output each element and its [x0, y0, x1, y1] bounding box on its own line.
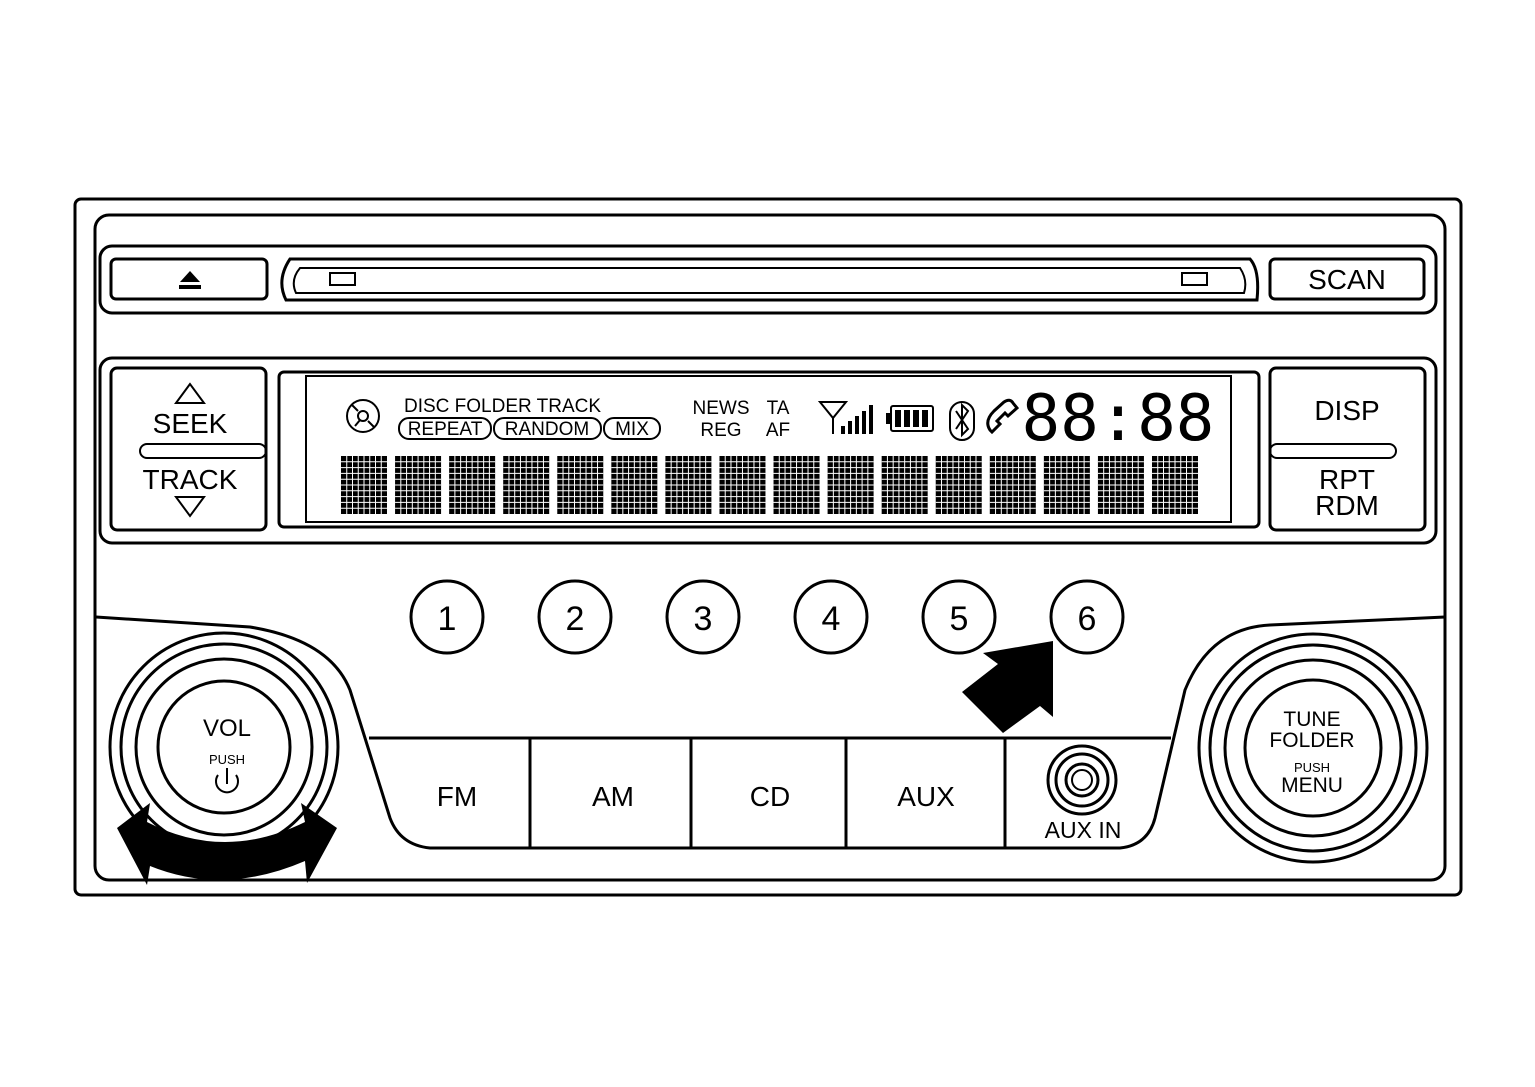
matrix-cell — [665, 456, 712, 514]
disp-label: DISP — [1314, 395, 1379, 426]
rotate-arrow-icon — [117, 803, 337, 885]
matrix-cell — [611, 456, 658, 514]
antenna-signal-icon — [817, 401, 873, 434]
top-row-frame — [98, 244, 1438, 315]
ta-label: TA — [767, 398, 790, 419]
af-label: AF — [766, 420, 790, 441]
preset-button-3[interactable]: 3 — [665, 579, 741, 655]
random-label: RANDOM — [505, 419, 589, 440]
aux-in-label: AUX IN — [1045, 817, 1122, 843]
preset-label: 6 — [1078, 600, 1097, 638]
preset-label: 3 — [694, 600, 713, 638]
outer-bezel — [73, 197, 1463, 897]
preset-label: 1 — [438, 600, 457, 638]
reg-label: REG — [700, 420, 741, 441]
battery-icon — [886, 405, 934, 432]
disp-rpt-button[interactable]: DISP RPT RDM — [1268, 366, 1427, 532]
seek-label: SEEK — [153, 408, 228, 439]
cd-button[interactable]: CD — [750, 781, 790, 812]
random-indicator: RANDOM — [493, 417, 602, 440]
phone-icon — [986, 398, 1020, 435]
disc-folder-track-label: DISC FOLDER TRACK — [404, 396, 601, 417]
matrix-cell — [989, 456, 1036, 514]
bluetooth-icon — [949, 401, 975, 441]
preset-button-5[interactable]: 5 — [921, 579, 997, 655]
scan-label: SCAN — [1308, 264, 1386, 295]
matrix-cell — [557, 456, 604, 514]
preset-buttons: 1 2 3 4 5 6 — [409, 579, 1125, 655]
repeat-label: REPEAT — [408, 419, 483, 440]
matrix-cell — [881, 456, 928, 514]
matrix-cell — [773, 456, 820, 514]
news-label: NEWS — [693, 398, 750, 419]
preset-button-1[interactable]: 1 — [409, 579, 485, 655]
rpt-label: RPT — [1319, 464, 1375, 495]
vol-push-label: PUSH — [209, 752, 245, 767]
power-icon — [215, 768, 239, 794]
matrix-cell — [503, 456, 550, 514]
aux-button[interactable]: AUX — [897, 781, 955, 812]
pointer-arrow-icon — [962, 641, 1053, 733]
tune-label: TUNE — [1283, 708, 1340, 731]
triangle-down-icon — [174, 496, 206, 518]
clock-readout: 88:88 — [1022, 382, 1215, 456]
mix-indicator: MIX — [603, 417, 661, 440]
scan-button[interactable]: SCAN — [1268, 257, 1426, 301]
seek-track-button[interactable]: SEEK TRACK — [109, 366, 268, 532]
repeat-indicator: REPEAT — [398, 417, 492, 440]
matrix-cell — [1043, 456, 1090, 514]
preset-button-2[interactable]: 2 — [537, 579, 613, 655]
matrix-cell — [827, 456, 874, 514]
tune-push-label: PUSH — [1294, 760, 1330, 775]
eject-icon — [179, 271, 201, 289]
dot-matrix-row — [341, 456, 1198, 514]
preset-label: 2 — [566, 600, 585, 638]
eject-button[interactable] — [109, 257, 269, 301]
rdm-label: RDM — [1315, 490, 1379, 521]
triangle-up-icon — [174, 382, 206, 404]
inner-panel — [93, 213, 1447, 882]
matrix-cell — [395, 456, 442, 514]
preset-label: 5 — [950, 600, 969, 638]
fm-button[interactable]: FM — [437, 781, 477, 812]
am-button[interactable]: AM — [592, 781, 634, 812]
disc-icon — [346, 399, 380, 433]
matrix-cell — [449, 456, 496, 514]
cd-label: CD — [750, 781, 790, 812]
am-label: AM — [592, 781, 634, 812]
preset-button-4[interactable]: 4 — [793, 579, 869, 655]
aux-label: AUX — [897, 781, 955, 812]
preset-label: 4 — [822, 600, 841, 638]
folder-label: FOLDER — [1269, 729, 1354, 752]
menu-label: MENU — [1281, 774, 1343, 797]
mix-label: MIX — [615, 419, 649, 440]
vol-label: VOL — [203, 715, 251, 742]
aux-in-jack[interactable]: AUX IN — [1045, 744, 1122, 843]
matrix-cell — [1097, 456, 1144, 514]
matrix-cell — [341, 456, 387, 514]
fm-label: FM — [437, 781, 477, 812]
preset-button-6[interactable]: 6 — [1049, 579, 1125, 655]
matrix-cell — [719, 456, 766, 514]
source-button-strip — [369, 736, 1171, 848]
lcd-display: DISC FOLDER TRACK REPEAT RANDOM MIX NEWS… — [277, 370, 1261, 529]
lower-panel-outline — [95, 615, 1446, 850]
tune-folder-knob[interactable]: TUNE FOLDER PUSH MENU — [1197, 632, 1429, 864]
display-row-frame — [98, 356, 1438, 545]
matrix-cell — [1152, 456, 1198, 514]
track-label: TRACK — [143, 464, 238, 495]
matrix-cell — [935, 456, 982, 514]
cd-slot — [280, 257, 1260, 302]
